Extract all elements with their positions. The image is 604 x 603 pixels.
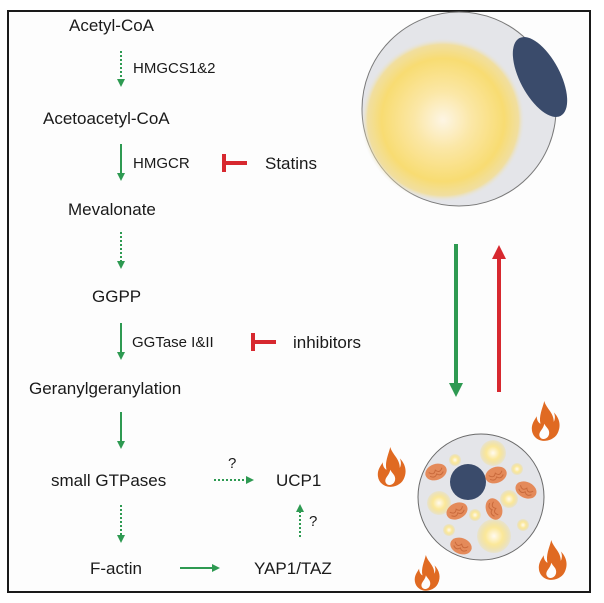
enzyme-hmgcr: HMGCR bbox=[133, 155, 190, 172]
inhibition-symbol-ggtase bbox=[251, 333, 276, 351]
node-mevalonate: Mevalonate bbox=[68, 200, 156, 219]
brown-adipocyte-icon bbox=[417, 433, 545, 561]
node-acetyl-coa: Acetyl-CoA bbox=[69, 16, 155, 35]
enzyme-ggtase: GGTase I&II bbox=[132, 334, 214, 351]
unknown-mark-gtpases-ucp1: ? bbox=[228, 455, 237, 472]
inhibition-symbol-statins bbox=[222, 154, 247, 172]
inhibitor-statins: Statins bbox=[265, 154, 317, 173]
node-yap1-taz: YAP1/TAZ bbox=[254, 559, 332, 578]
node-ucp1: UCP1 bbox=[276, 471, 322, 490]
flame-icon bbox=[414, 555, 440, 591]
flame-icon bbox=[377, 447, 406, 487]
inhibitor-ggtase: inhibitors bbox=[293, 333, 362, 352]
node-geranylgeranylation: Geranylgeranylation bbox=[29, 379, 182, 398]
unknown-mark-yap-ucp1: ? bbox=[309, 513, 318, 530]
node-ggpp: GGPP bbox=[92, 287, 142, 306]
enzyme-hmgcs: HMGCS1&2 bbox=[133, 60, 216, 77]
node-small-gtpases: small GTPases bbox=[51, 471, 167, 490]
flame-icon bbox=[538, 540, 567, 580]
flame-icon bbox=[531, 401, 560, 441]
node-acetoacetyl-coa: Acetoacetyl-CoA bbox=[43, 109, 170, 128]
white-adipocyte-icon bbox=[361, 11, 568, 207]
node-f-actin: F-actin bbox=[90, 559, 142, 578]
